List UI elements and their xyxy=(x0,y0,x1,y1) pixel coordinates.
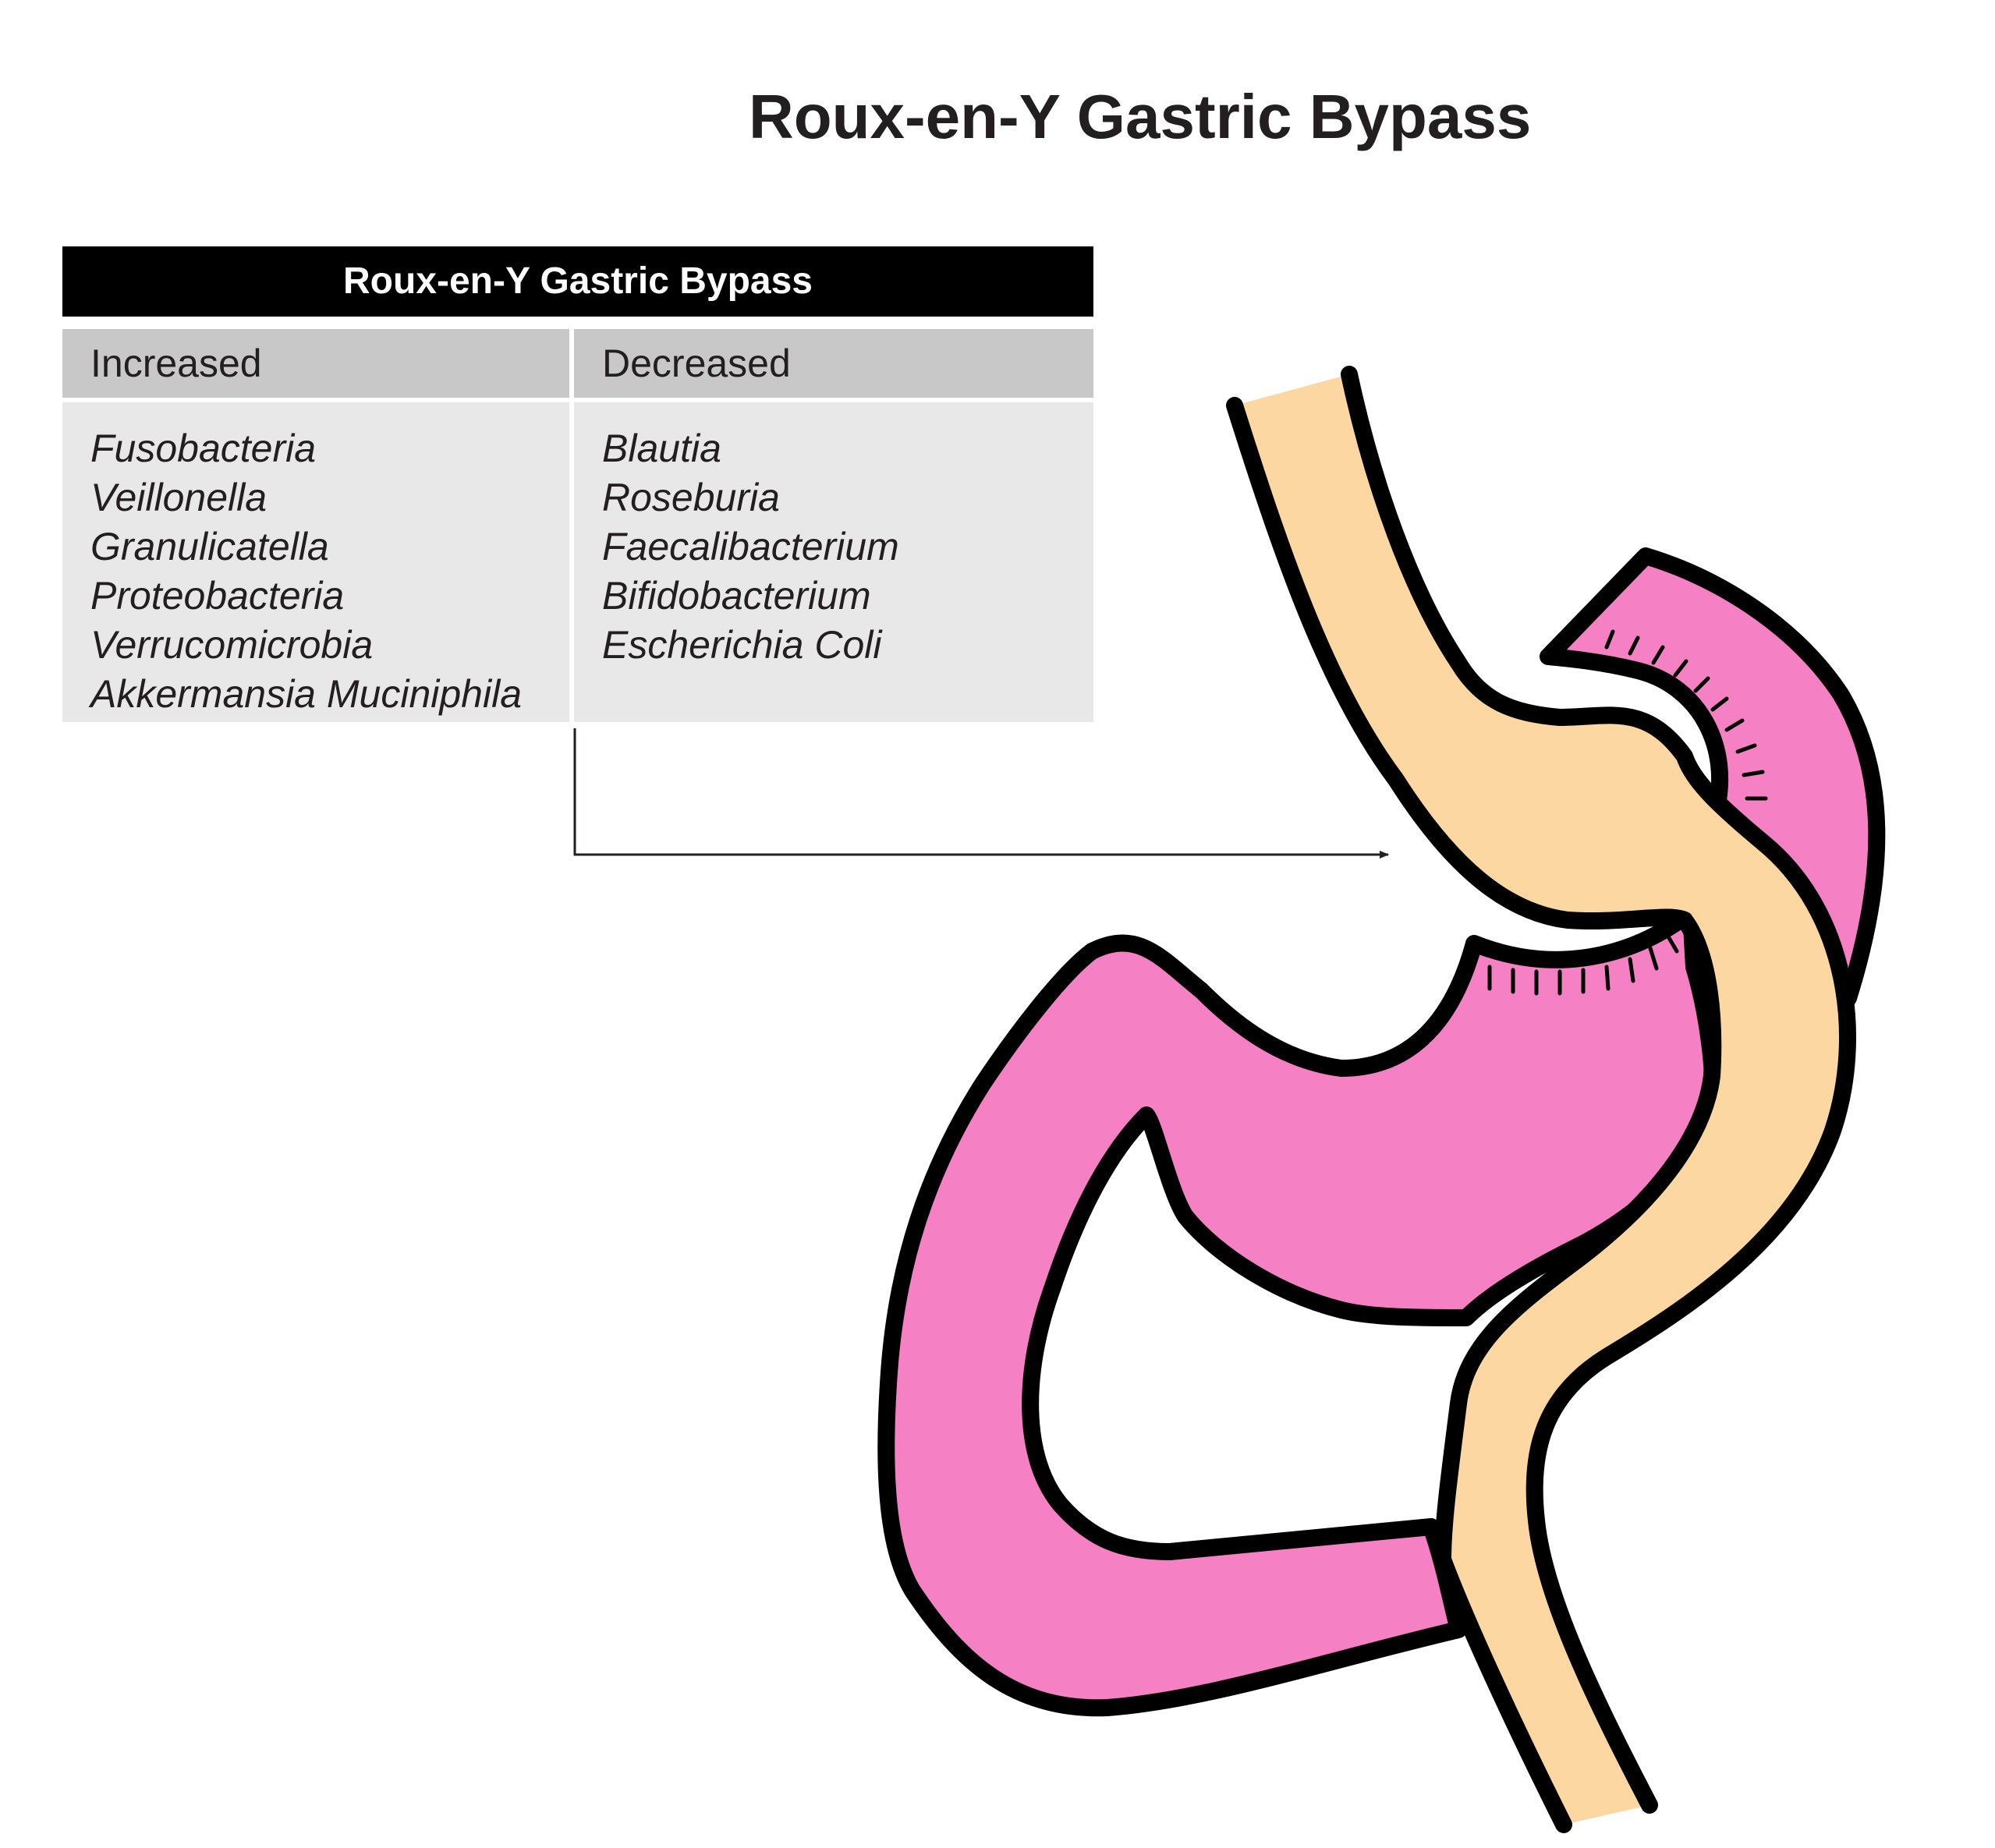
table-header: Roux-en-Y Gastric Bypass xyxy=(62,246,1093,317)
connector-arrow xyxy=(573,728,1389,859)
column-header-increased: Increased xyxy=(62,329,569,398)
list-item: Veillonella xyxy=(90,476,268,519)
limb-outline-left xyxy=(1226,397,1722,1833)
staple-line-upper xyxy=(1604,629,1768,801)
page-title: Roux-en-Y Gastric Bypass xyxy=(749,82,1532,151)
stomach-remnant-lower xyxy=(877,904,1722,1717)
staple-line-lower xyxy=(1487,930,1679,996)
list-item: Fusobacteria xyxy=(90,427,317,470)
list-item: Bifidobacterium xyxy=(602,574,871,618)
list-item: Escherichia Coli xyxy=(602,623,882,667)
limb-outline-right xyxy=(1341,366,1856,1814)
roux-limb xyxy=(1235,374,1848,1825)
column-header-decreased: Decreased xyxy=(574,329,1093,398)
list-item: Verrucomicrobia xyxy=(90,623,374,667)
list-item: Proteobacteria xyxy=(90,574,345,618)
decreased-list: Blautia Roseburia Faecalibacterium Bifid… xyxy=(574,402,1093,722)
list-item: Akkermansia Muciniphila xyxy=(90,672,523,716)
list-item: Blautia xyxy=(602,427,721,470)
list-item: Granulicatella xyxy=(90,525,329,568)
list-item: Roseburia xyxy=(602,476,780,519)
increased-list: Fusobacteria Veillonella Granulicatella … xyxy=(62,402,569,722)
list-item: Faecalibacterium xyxy=(602,525,899,568)
